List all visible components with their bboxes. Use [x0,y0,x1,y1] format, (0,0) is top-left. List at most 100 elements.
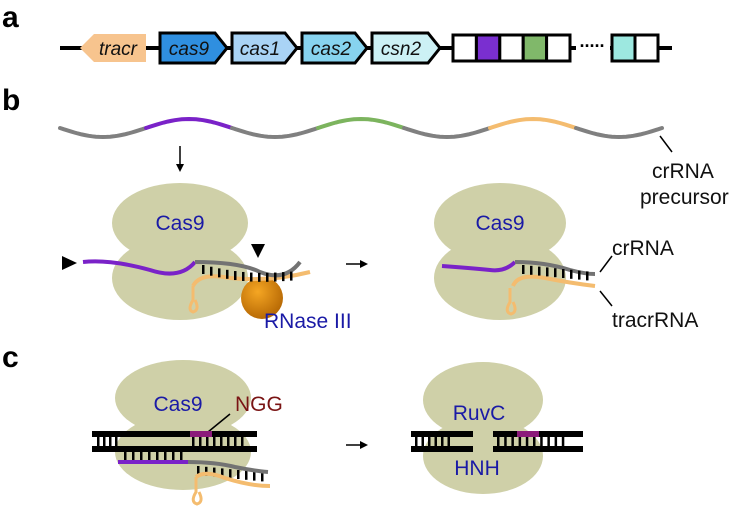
dna-top-strand [92,431,257,437]
pam-leader-line [207,413,231,433]
base-pair-rung [586,271,589,281]
tracrrna-strand [194,471,271,488]
tracrrna-strand [511,274,596,288]
base-pair-rung [538,266,541,276]
base-pair-rung [237,470,240,479]
tracrrna-hairpin [191,477,203,506]
gene-cas9 [158,31,229,65]
gene-label-cas1: cas1 [240,39,280,60]
cleavage-site-marker-rnase [251,244,265,258]
rnase-iii-enzyme [241,277,283,319]
base-pair-rung [234,437,237,446]
tracrrna-leader-line [599,290,613,307]
precursor-segment [230,126,320,140]
gene-locus: tracr cas9 cas1 cas2 csn2 ····· [60,31,672,65]
base-pair-rung [109,437,112,446]
base-pair-rung [124,452,127,460]
dna-fragment-right-bottom [493,446,583,452]
precursor-leader-line [659,135,673,153]
base-pair-rung [213,437,216,446]
panel-label-a: a [2,1,19,34]
base-pair-rung [156,452,159,460]
rnase-iii-label: RNase III [264,310,352,333]
base-pair-rung [290,271,293,281]
base-pair-rung [546,267,549,277]
base-pair-rung [210,266,213,276]
cas9-lobe-bottom [112,236,248,320]
gene-label-tracr: tracr [99,39,138,60]
gene-label-csn2: csn2 [381,39,422,60]
pam-site [190,431,212,437]
base-pair-rung [578,270,581,280]
base-pair-rung [205,466,208,476]
precursor-segment [144,116,234,130]
base-pair-rung [522,265,525,274]
crispr-array-unit [474,33,502,63]
crrna-precursor-strand [58,116,664,140]
tracrrna-strand [191,270,311,288]
cas9-lobe-bottom [434,236,566,320]
base-pair-rung [554,268,557,278]
base-pair-rung [192,437,195,446]
base-pair-rung [570,269,573,279]
base-pair-rung [258,272,261,282]
dna-fragment-left-top [411,431,473,437]
base-pair-rungs [415,437,565,446]
base-pair-rung [226,269,229,279]
crispr-array-tail [610,33,660,63]
spacer-guide-strand [441,260,517,273]
base-pair-rung [525,437,529,446]
panel-label-b: b [2,84,20,117]
precursor-label-line1: crRNA [652,160,714,183]
base-pair-rung [220,437,223,446]
crispr-array-unit [498,33,525,63]
base-pair-rung [199,437,202,446]
base-pair-rung [148,452,151,460]
base-pair-rungs [522,265,589,281]
base-pair-rung [97,437,100,446]
crrna-repeat-strand [194,260,302,278]
tracrrna-label: tracrRNA [612,309,698,332]
cleavage-site-marker-left [62,256,77,270]
base-pair-rung [180,452,183,460]
crispr-array-unit [610,33,637,63]
base-pair-rungs [97,437,264,482]
base-pair-rung [172,452,175,460]
cas9-label: Cas9 [155,212,204,235]
cas9-lobe-bottom [423,418,543,494]
base-pair-rung [227,437,230,446]
precursor-segment [58,126,148,140]
base-pair-rung [221,468,224,478]
base-pair-rung [261,472,264,482]
crispr-array-unit [521,33,549,63]
crispr-array-unit [545,33,572,63]
base-pair-rung [421,437,424,446]
cleavage-arrow [346,441,368,449]
array-ellipsis: ····· [580,36,605,56]
panel-label-c: c [2,341,19,374]
gene-label-cas2: cas2 [311,39,352,60]
hnh-domain-label: HNH [454,457,500,480]
crispr-array-unit [633,33,660,63]
base-pair-rung [540,437,543,446]
base-pair-rung [562,269,565,278]
base-pair-rung [434,437,437,446]
precursor-segment [316,116,406,130]
crrna-leader-line [599,255,613,273]
pam-site [517,431,539,437]
spacer-guide-strand [82,259,197,276]
base-pair-rung [115,437,118,446]
pam-ngg-label: NGG [235,393,283,416]
cas9-lobe-top [423,362,543,438]
base-pair-rung [103,437,106,446]
base-pair-rung [530,265,533,275]
base-pair-rung [197,466,200,475]
tracrrna-hairpin [505,288,517,316]
precursor-segment [574,126,664,140]
base-pair-rung [415,437,418,446]
base-pair-rungs [202,265,293,282]
precursor-segment [402,126,492,140]
tracrrna-hairpin [188,286,199,314]
gene-label-cas9: cas9 [169,39,210,60]
dna-bottom-strand [92,446,257,452]
